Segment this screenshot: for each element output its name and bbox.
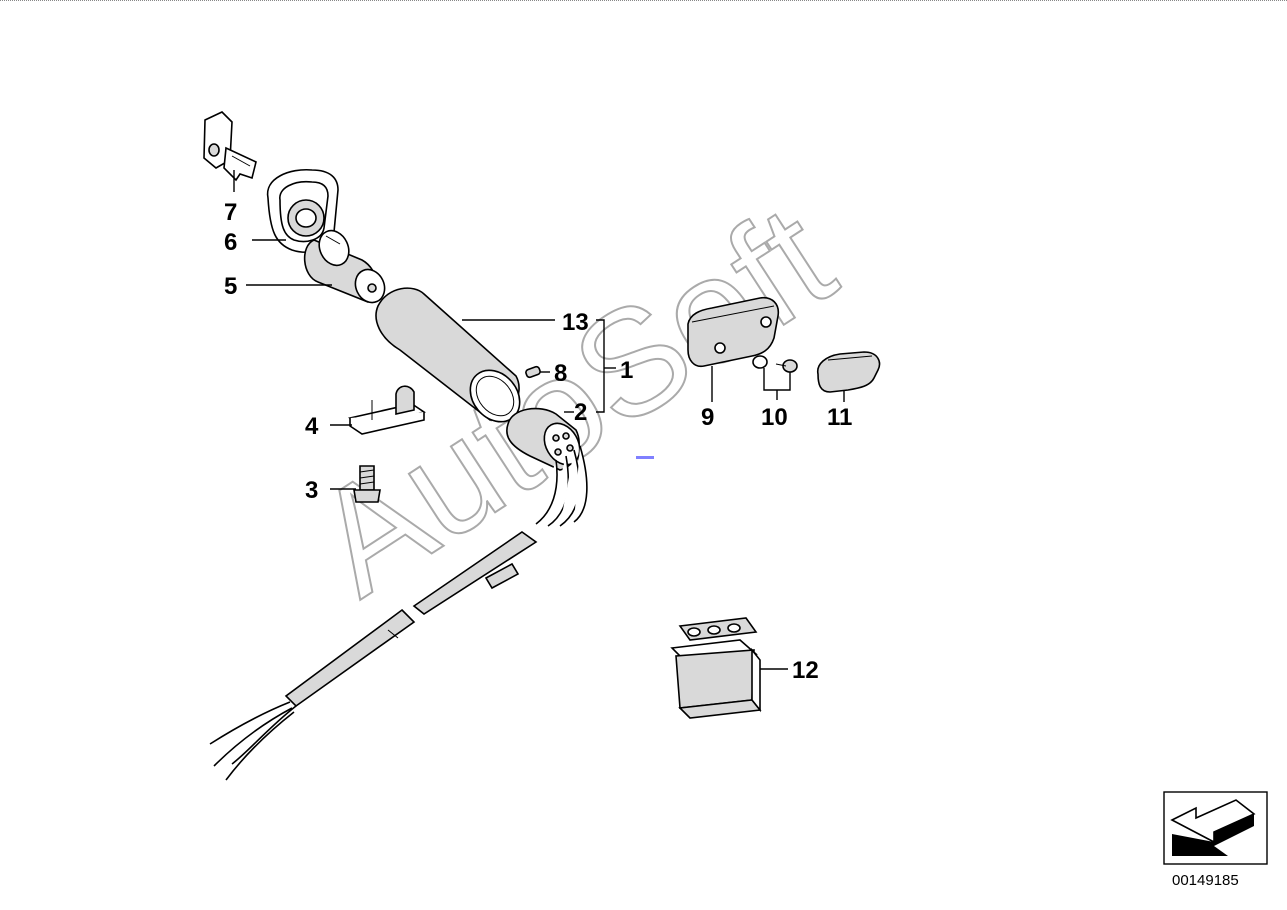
- part-cover-plate[interactable]: [687, 296, 780, 368]
- part-lens[interactable]: [816, 351, 881, 393]
- callout-5: 5: [224, 273, 237, 300]
- watermark-text: AutoSoft: [286, 173, 860, 627]
- callout-12: 12: [792, 657, 819, 684]
- callout-4: 4: [305, 413, 319, 440]
- top-border: [0, 0, 1287, 1]
- part-sleeve[interactable]: [375, 287, 530, 431]
- watermark: AutoSoft: [285, 172, 861, 628]
- part-bezel[interactable]: [266, 168, 339, 254]
- part-screw[interactable]: [353, 465, 381, 503]
- diagram-id: 00149185: [1172, 872, 1239, 889]
- callout-6: 6: [224, 229, 237, 256]
- callouts: 7 6 5 13 8 1 2 4 3 9 10 11 12: [224, 199, 852, 684]
- callout-8: 8: [554, 360, 567, 387]
- cursor-mark: [636, 456, 654, 459]
- callout-10: 10: [761, 404, 788, 431]
- part-pin[interactable]: [525, 365, 541, 379]
- part-ignition-switch[interactable]: [209, 407, 588, 781]
- callout-3: 3: [305, 477, 318, 504]
- part-key[interactable]: [203, 111, 257, 182]
- callout-7: 7: [224, 199, 237, 226]
- leader-lines: [233, 170, 845, 670]
- arrow-down-left-icon[interactable]: [1163, 791, 1268, 865]
- callout-13: 13: [562, 309, 589, 336]
- part-relay[interactable]: [670, 617, 762, 719]
- part-lock-cylinder[interactable]: [303, 226, 390, 308]
- callout-11: 11: [827, 404, 852, 431]
- callout-2: 2: [574, 399, 587, 426]
- part-bracket[interactable]: [348, 385, 426, 435]
- callout-9: 9: [701, 404, 714, 431]
- callout-1: 1: [620, 357, 633, 384]
- part-washer-screw[interactable]: [752, 355, 798, 373]
